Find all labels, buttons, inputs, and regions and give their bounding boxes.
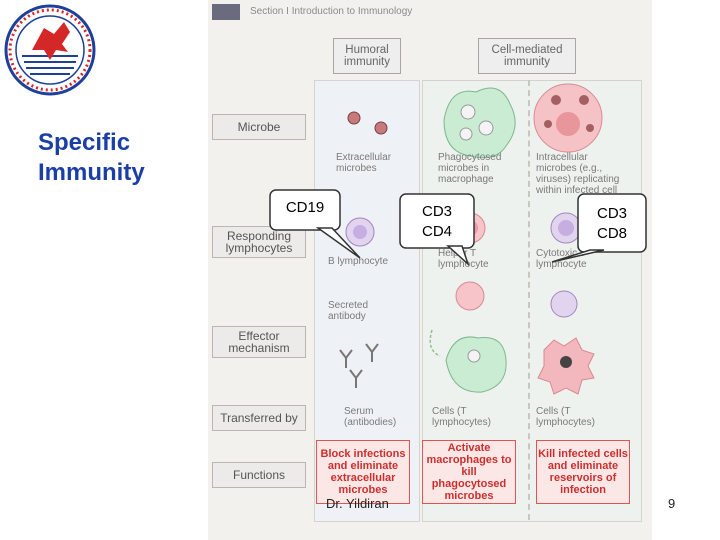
function-ctl: Kill infected cells and eliminate reserv… [536,440,630,504]
caption-serum: Serum (antibodies) [344,406,397,428]
function-helper: Activate macrophages to kill phagocytose… [422,440,516,504]
caption-cells-helper: Cells (T lymphocytes) [432,406,491,428]
page-number: 9 [668,496,676,511]
extracellular-microbe-icon [347,111,388,135]
row-label-microbe: Microbe [212,114,306,140]
callout-cd8-line1: CD3 [596,205,627,222]
slide-title-line1: Specific [38,129,131,156]
caption-cells-ctl: Cells (T lymphocytes) [536,406,595,428]
dying-cell-icon [537,337,595,395]
caption-b-lymphocyte: B lymphocyte [328,256,389,267]
row-label-effector: Effector mechanism [212,326,306,358]
column-divider [528,80,530,520]
callout-cd4-line1: CD3 [421,203,452,220]
antibody-icon [339,343,379,388]
caption-secreted: Secreted antibody [328,300,369,322]
slide-title-line2: Immunity [38,159,145,186]
callout-cd4-bubble [399,193,475,267]
macrophage-icon [443,87,516,159]
caption-phagocytosed: Phagocytosed microbes in macrophage [438,152,502,185]
humoral-header: Humoral immunity [333,38,401,74]
author-footer: Dr. Yildiran [326,496,389,511]
function-humoral: Block infections and eliminate extracell… [316,440,410,504]
b-lymphocyte-icon [345,217,375,247]
callout-cd8-line2: CD8 [596,225,627,242]
caption-intracellular: Intracellular microbes (e.g., viruses) r… [536,152,620,196]
callout-cd8-label: CD3 CD8 [578,204,646,244]
slide-title: Specific Immunity [38,128,188,188]
cell-mediated-header: Cell-mediated immunity [478,38,576,74]
activated-helper-t-icon [455,281,485,311]
callout-cd19-bubble [269,189,361,259]
infected-cell-icon [533,83,603,153]
callout-cd4-line2: CD4 [421,223,452,240]
row-label-responding: Responding lymphocytes [212,226,306,258]
university-logo [4,4,96,96]
callout-cd8-bubble [551,193,647,263]
row-label-functions: Functions [212,462,306,488]
effector-ctl-icon [550,290,578,318]
section-badge [212,4,240,20]
callout-cd19-label: CD19 [285,199,325,216]
figure-section-header: Section I Introduction to Immunology [250,6,413,17]
callout-cd4-label: CD3 CD4 [400,202,474,242]
activated-macrophage-icon [445,336,507,393]
row-label-transferred: Transferred by [212,405,306,431]
caption-extracellular: Extracellular microbes [336,152,392,174]
caption-cytotoxic: Cytotoxic T lymphocyte [536,248,587,270]
